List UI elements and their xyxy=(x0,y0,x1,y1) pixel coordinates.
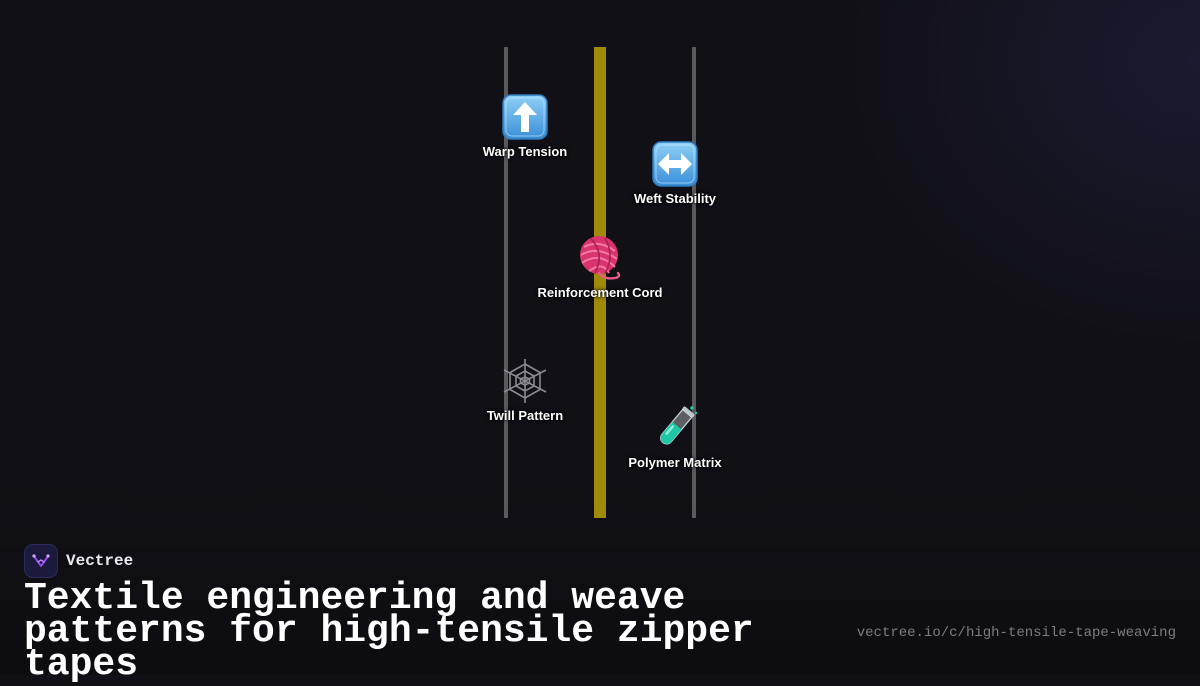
node-polymer-matrix[interactable]: Polymer Matrix xyxy=(595,403,755,470)
weave-diagram: Warp Tension Weft Stability xyxy=(445,47,755,518)
brand-name: Vectree xyxy=(66,552,134,570)
node-label: Polymer Matrix xyxy=(628,455,722,470)
warp-thread-left xyxy=(504,47,508,518)
up-arrow-icon xyxy=(502,94,548,140)
test-tube-icon xyxy=(660,406,698,445)
source-url[interactable]: vectree.io/c/high-tensile-tape-weaving xyxy=(856,625,1176,641)
node-warp-tension[interactable]: Warp Tension xyxy=(445,92,605,159)
brand[interactable]: Vectree xyxy=(24,544,133,578)
node-twill-pattern[interactable]: Twill Pattern xyxy=(445,356,605,423)
page-title: Textile engineering and weave patterns f… xyxy=(24,577,754,686)
left-right-arrow-icon xyxy=(652,141,698,187)
node-label: Weft Stability xyxy=(633,191,717,206)
reinforcement-thread-center xyxy=(594,47,606,518)
warp-thread-right xyxy=(692,47,696,518)
node-weft-stability[interactable]: Weft Stability xyxy=(595,139,755,206)
node-reinforcement-cord[interactable]: Reinforcement Cord xyxy=(520,233,680,300)
yarn-icon xyxy=(580,236,621,280)
spider-web-icon xyxy=(503,359,547,403)
node-label: Twill Pattern xyxy=(486,408,564,423)
logo-mark-icon xyxy=(32,554,50,567)
vectree-logo-icon xyxy=(24,544,58,578)
node-label: Warp Tension xyxy=(482,144,568,159)
node-label: Reinforcement Cord xyxy=(537,285,663,300)
